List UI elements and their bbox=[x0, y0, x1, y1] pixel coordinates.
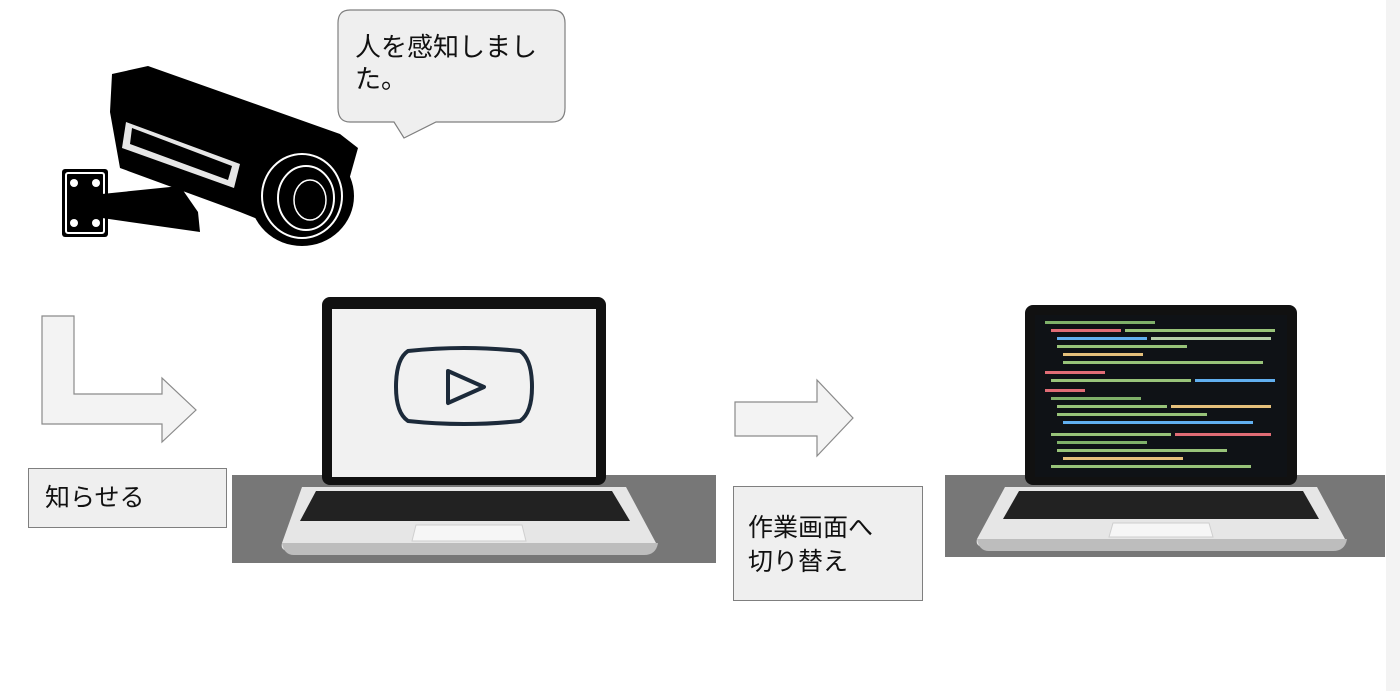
right-arrow-icon bbox=[734, 378, 854, 458]
l-arrow-icon bbox=[41, 315, 197, 444]
speech-bubble-shape bbox=[337, 9, 566, 139]
laptop-video bbox=[232, 297, 716, 563]
notify-label: 知らせる bbox=[28, 468, 227, 528]
switch-label-line1: 作業画面へ bbox=[748, 513, 874, 542]
speech-bubble-text: 人を感知しました。 bbox=[355, 33, 538, 95]
play-icon bbox=[393, 346, 535, 426]
code-lines bbox=[1045, 321, 1275, 468]
switch-label-line2: 切り替え bbox=[748, 547, 849, 576]
switch-label: 作業画面へ 切り替え bbox=[733, 486, 923, 601]
page-right-edge bbox=[1386, 0, 1400, 691]
laptop-code bbox=[945, 305, 1385, 557]
security-camera-icon bbox=[62, 66, 358, 246]
